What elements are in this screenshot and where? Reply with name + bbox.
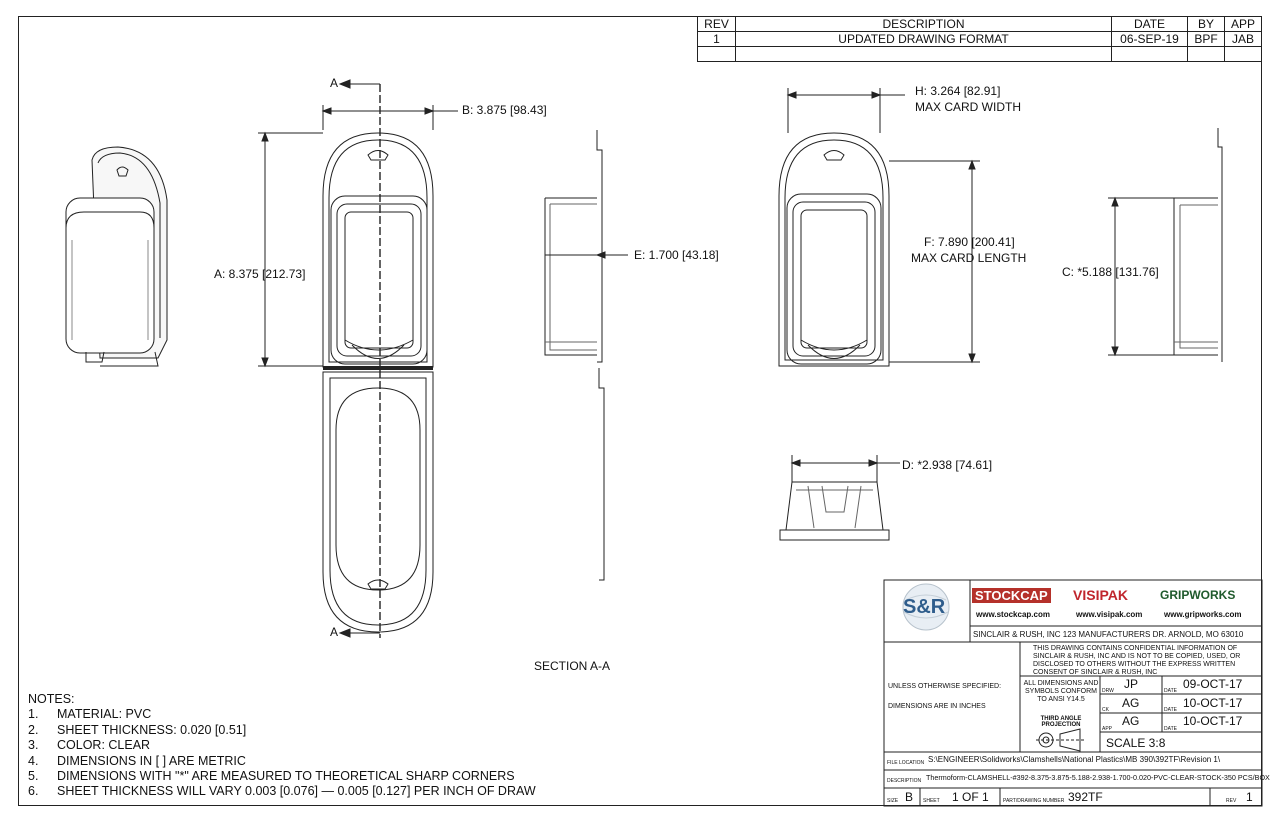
- dim-a-label: A: 8.375 [212.73]: [214, 267, 306, 281]
- unless-specified: UNLESS OTHERWISE SPECIFIED:: [888, 683, 1002, 690]
- revision-block: REV DESCRIPTION DATE BY APP 1 UPDATED DR…: [697, 16, 1262, 62]
- section-label: SECTION A-A: [534, 659, 611, 673]
- sheet-size: B: [905, 790, 914, 804]
- sr-logo-icon: [902, 583, 950, 631]
- dim-h-note: MAX CARD WIDTH: [915, 100, 1021, 114]
- size-label: SIZE: [887, 798, 899, 804]
- section-marker-top: A: [330, 76, 339, 90]
- note-item: 3.COLOR: CLEAR: [28, 738, 151, 753]
- dim-e-label: E: 1.700 [43.18]: [634, 248, 719, 262]
- file-location: S:\ENGINEER\Solidworks\Clamshells\Nation…: [928, 755, 1221, 764]
- drawn-date: 09-OCT-17: [1183, 677, 1243, 691]
- description-label: DESCRIPTION: [887, 778, 922, 784]
- dimensions-in-inches: DIMENSIONS ARE IN INCHES: [888, 703, 986, 710]
- revision-empty-row: [697, 46, 1262, 62]
- file-location-label: FILE LOCATION: [887, 760, 925, 766]
- dimension-c: [1108, 196, 1174, 357]
- part-number: 392TF: [1068, 790, 1103, 804]
- third-angle-label: THIRD ANGLE PROJECTION: [1040, 716, 1082, 728]
- drawing-description: Thermoform-CLAMSHELL-#392-8.375-3.875-5.…: [926, 773, 1270, 782]
- app-value: JAB: [1224, 31, 1262, 47]
- isometric-view: [65, 146, 168, 367]
- approved-label: APP: [1102, 726, 1113, 732]
- confidential-notice: THIS DRAWING CONTAINS CONFIDENTIAL INFOR…: [1033, 645, 1241, 676]
- checked-date-label: DATE: [1164, 707, 1177, 713]
- dimension-a: [258, 131, 323, 368]
- section-marker-bottom: A: [330, 625, 339, 639]
- dimension-d: [790, 455, 900, 482]
- stockcap-brand: STOCKCAP: [972, 588, 1051, 603]
- dim-h-label: H: 3.264 [82.91]: [915, 84, 1001, 98]
- gripworks-brand: GRIPWORKS: [1160, 588, 1236, 602]
- rev-number: 1: [1246, 790, 1253, 804]
- company-address: SINCLAIR & RUSH, INC 123 MANUFACTURERS D…: [973, 630, 1244, 639]
- approved-date: 10-OCT-17: [1183, 714, 1243, 728]
- section-view: [544, 130, 628, 581]
- approved-by: AG: [1122, 714, 1140, 728]
- ansi-note: ALL DIMENSIONS AND SYMBOLS CONFORM TO AN…: [1023, 680, 1099, 703]
- checked-by: AG: [1122, 696, 1140, 710]
- dim-d-label: D: *2.938 [74.61]: [902, 458, 993, 472]
- bottom-view: [779, 481, 890, 541]
- third-angle-projection-icon: [1036, 728, 1086, 752]
- sheet-label: SHEET: [923, 798, 940, 804]
- drawing-border: [18, 16, 1262, 806]
- note-item: 2.SHEET THICKNESS: 0.020 [0.51]: [28, 722, 247, 737]
- note-item: 1.MATERIAL: PVC: [28, 707, 152, 722]
- section-cut-line: [338, 79, 381, 638]
- gripworks-url: www.gripworks.com: [1164, 610, 1242, 619]
- front-view: [322, 132, 434, 633]
- company-logo: S&R: [903, 596, 946, 618]
- checked-date: 10-OCT-17: [1183, 696, 1243, 710]
- note-item: 4.DIMENSIONS IN [ ] ARE METRIC: [28, 753, 246, 768]
- app-header: APP: [1224, 16, 1262, 32]
- revision-header-row: REV DESCRIPTION DATE BY APP: [697, 16, 1262, 32]
- drawn-label: DRW: [1102, 688, 1114, 694]
- note-item: 6.SHEET THICKNESS WILL VARY 0.003 [0.076…: [28, 784, 536, 799]
- dim-f-label: F: 7.890 [200.41]: [924, 235, 1015, 249]
- visipak-url: www.visipak.com: [1076, 610, 1143, 619]
- dimension-f: [889, 159, 980, 364]
- dim-b-label: B: 3.875 [98.43]: [462, 103, 547, 117]
- dimension-h: [786, 88, 905, 133]
- part-number-label: PART/DRAWING NUMBER: [1003, 798, 1065, 804]
- checked-label: CK: [1102, 707, 1109, 713]
- rev-label: REV: [1226, 798, 1237, 804]
- notes-title: NOTES:: [28, 692, 75, 706]
- notes-block: NOTES: 1.MATERIAL: PVC 2.SHEET THICKNESS…: [28, 692, 536, 800]
- drawn-by: JP: [1124, 677, 1139, 691]
- scale: SCALE 3:8: [1106, 736, 1166, 750]
- visipak-brand: VISIPAK: [1073, 587, 1128, 603]
- closed-front-view: [778, 132, 890, 367]
- dimension-b: [321, 105, 458, 130]
- drawn-date-label: DATE: [1164, 688, 1177, 694]
- dim-f-note: MAX CARD LENGTH: [911, 251, 1027, 265]
- title-block-frame: [883, 579, 1263, 807]
- side-view: [1173, 128, 1223, 362]
- stockcap-url: www.stockcap.com: [976, 610, 1050, 619]
- sheet-number: 1 OF 1: [952, 790, 989, 804]
- approved-date-label: DATE: [1164, 726, 1177, 732]
- note-item: 5.DIMENSIONS WITH "*" ARE MEASURED TO TH…: [28, 769, 515, 784]
- dim-c-label: C: *5.188 [131.76]: [1062, 265, 1159, 279]
